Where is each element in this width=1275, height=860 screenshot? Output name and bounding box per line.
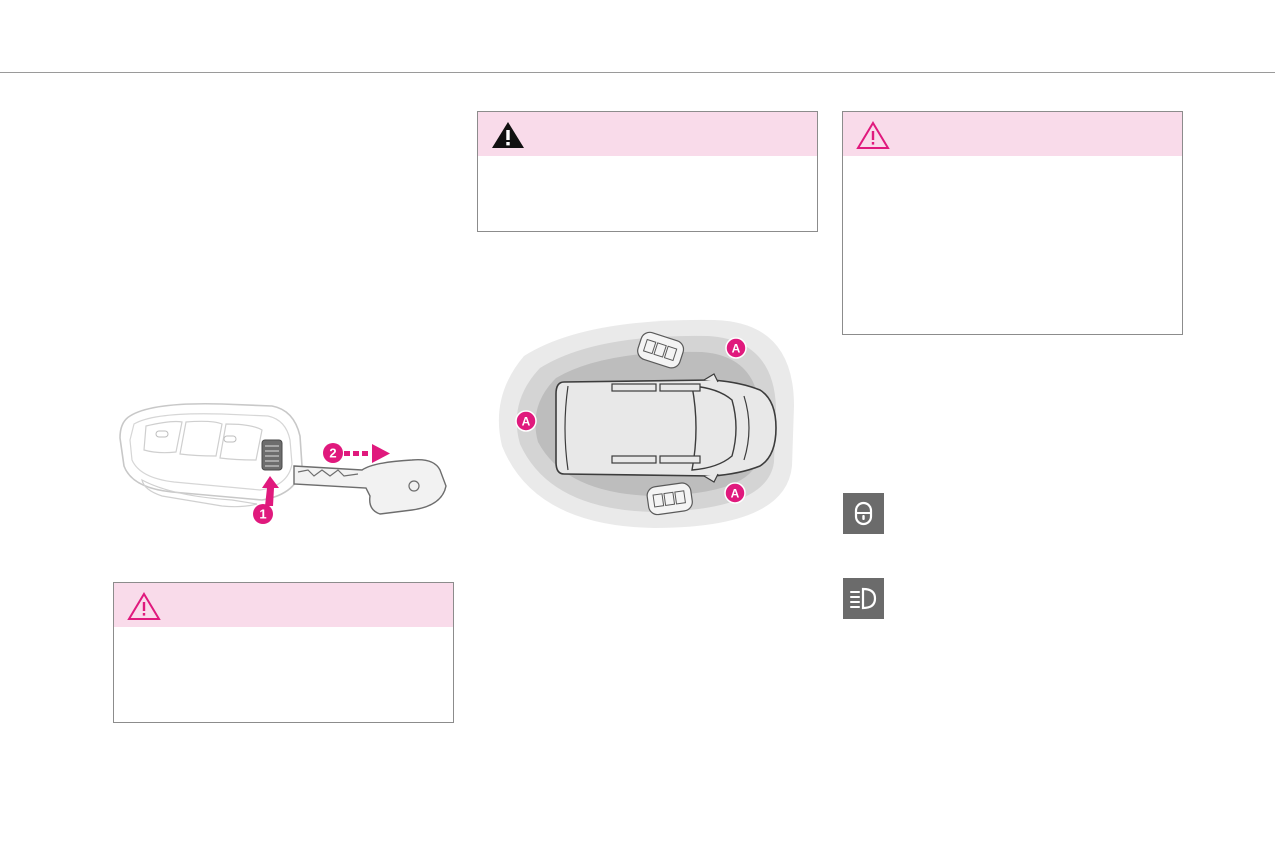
step-badge-1: 1 (253, 504, 273, 524)
main-beam-headlamp-indicator-icon (843, 578, 884, 619)
zone-label: A (731, 487, 740, 501)
zone-badge-top-right: A (725, 337, 747, 359)
door-lock-indicator-icon (843, 493, 884, 534)
warning-triangle-outline-icon (856, 121, 890, 149)
warning-triangle-solid-icon (492, 122, 524, 148)
warning-body (114, 627, 453, 722)
step-1-label: 1 (259, 507, 266, 522)
keyless-zone-illustration: A A A (498, 319, 794, 528)
zone-badge-bottom-right: A (724, 482, 746, 504)
zone-label: A (732, 342, 741, 356)
push-arrow (262, 476, 279, 506)
step-badge-2: 2 (323, 443, 343, 463)
warning-box-left (113, 582, 454, 723)
key-fob-bottom (646, 482, 693, 516)
zone-badge-left: A (515, 410, 537, 432)
warning-header (843, 112, 1182, 156)
warning-box-solid (477, 111, 818, 232)
release-catch (261, 439, 283, 471)
warning-box-right (842, 111, 1183, 335)
warning-body (843, 156, 1182, 334)
emergency-key (293, 459, 447, 515)
lock-button-icon (223, 435, 237, 443)
key-fob-top (637, 331, 685, 369)
top-divider (0, 72, 1275, 73)
warning-header (114, 583, 453, 627)
key-fob-illustration: 1 2 (119, 402, 447, 524)
warning-body (478, 156, 817, 231)
step-2-label: 2 (329, 446, 336, 461)
warning-triangle-outline-icon (127, 592, 161, 620)
warning-header (478, 112, 817, 156)
zone-label: A (522, 415, 531, 429)
unlock-button-icon (155, 430, 169, 438)
